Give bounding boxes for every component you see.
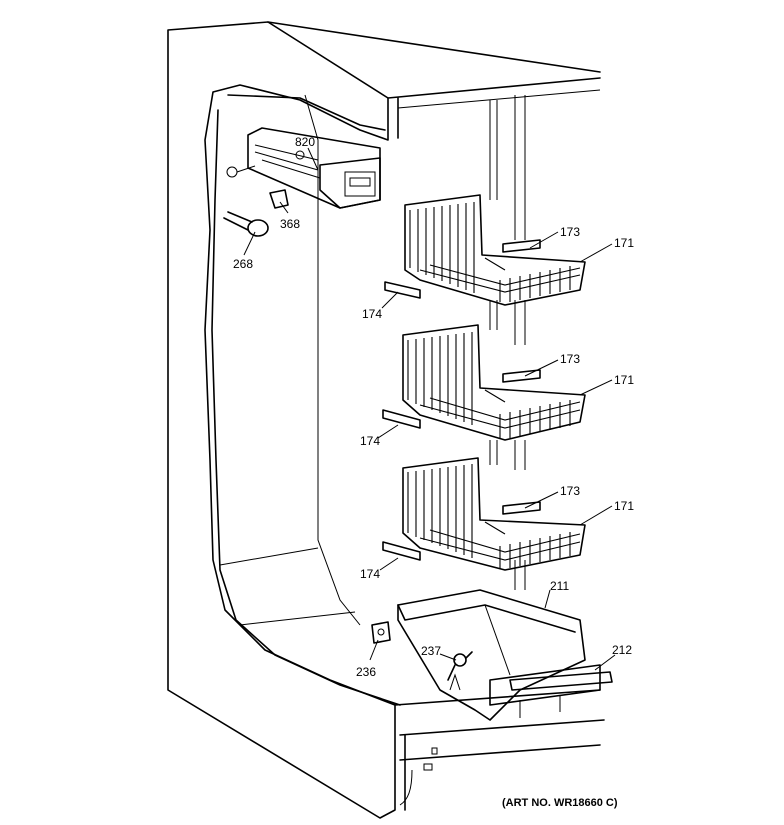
part-labels: 820 368 268 173 171 174 173 171 174 173 …: [233, 135, 634, 809]
cabinet-shell: [167, 21, 605, 819]
wire-basket-1: [384, 194, 586, 306]
wire-basket-2: [382, 324, 586, 441]
label-211: 211: [550, 579, 569, 593]
hinge-236: [371, 621, 391, 644]
label-171-top: 171: [614, 236, 634, 250]
label-174-top: 174: [362, 307, 382, 321]
wire-basket-3: [382, 457, 586, 571]
bracket-368: [269, 189, 289, 209]
label-173-top: 173: [560, 225, 580, 239]
label-174-low: 174: [360, 567, 380, 581]
lever-237: [447, 651, 473, 681]
art-number: (ART NO. WR18660 C): [502, 797, 618, 809]
storage-bin-211: [397, 589, 613, 721]
ice-maker-820: [226, 127, 381, 209]
label-368: 368: [280, 217, 300, 231]
label-237: 237: [421, 644, 441, 658]
label-174-mid: 174: [360, 434, 380, 448]
label-820: 820: [295, 135, 315, 149]
label-236: 236: [356, 665, 376, 679]
label-173-low: 173: [560, 484, 580, 498]
label-171-mid: 171: [614, 373, 634, 387]
label-171-low: 171: [614, 499, 634, 513]
leader-lines: [243, 147, 616, 671]
fill-tube-268: [223, 211, 269, 237]
label-212: 212: [612, 643, 632, 657]
label-268: 268: [233, 257, 253, 271]
label-173-mid: 173: [560, 352, 580, 366]
